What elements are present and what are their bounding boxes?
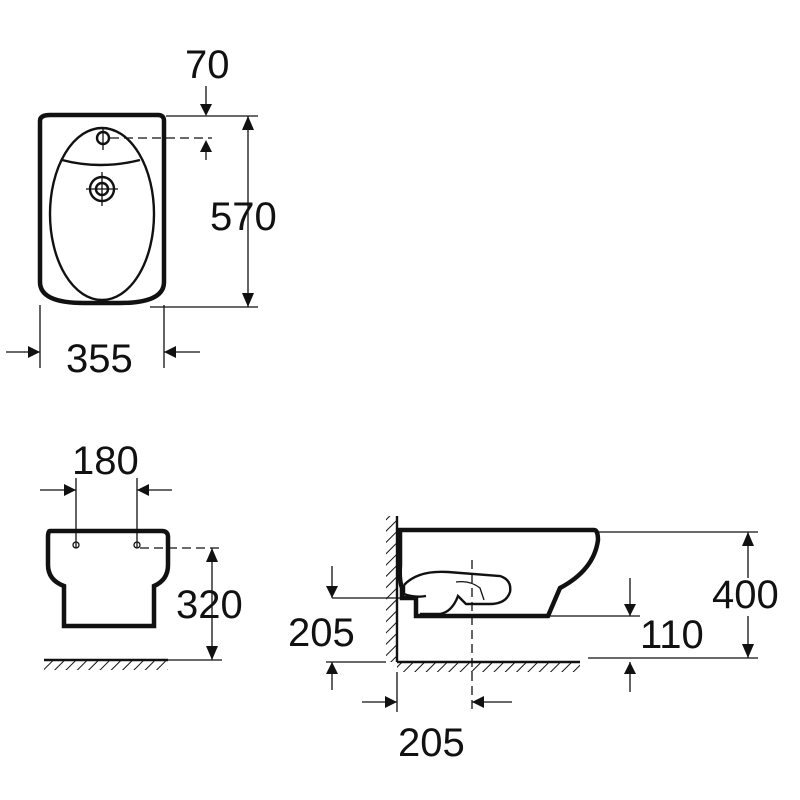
front-view: 180 320 [40, 439, 243, 670]
dim-side-total-height: 400 [712, 573, 779, 617]
side-view: 205 110 400 205 [288, 516, 779, 765]
dim-front-fixing-height: 320 [176, 583, 243, 627]
side-wall-hatch [386, 516, 396, 662]
top-view: 70 570 355 [6, 43, 277, 381]
dim-side-drain-offset: 205 [398, 721, 465, 765]
side-floor-hatch [397, 663, 580, 672]
tap-deck [61, 158, 141, 167]
dim-side-inlet-height: 205 [288, 611, 355, 655]
side-view-outline [397, 527, 601, 619]
side-view-trap [403, 570, 512, 616]
dim-top-width: 355 [66, 337, 133, 381]
dim-top-depth: 570 [210, 195, 277, 239]
dim-top-tap-offset: 70 [185, 43, 230, 87]
dim-side-outlet-height: 110 [640, 613, 704, 657]
front-floor-hatch [44, 661, 168, 670]
dim-front-fixing-spacing: 180 [72, 439, 139, 483]
top-view-outline [37, 112, 167, 306]
front-view-outline [45, 528, 171, 629]
top-view-bowl [48, 126, 156, 302]
